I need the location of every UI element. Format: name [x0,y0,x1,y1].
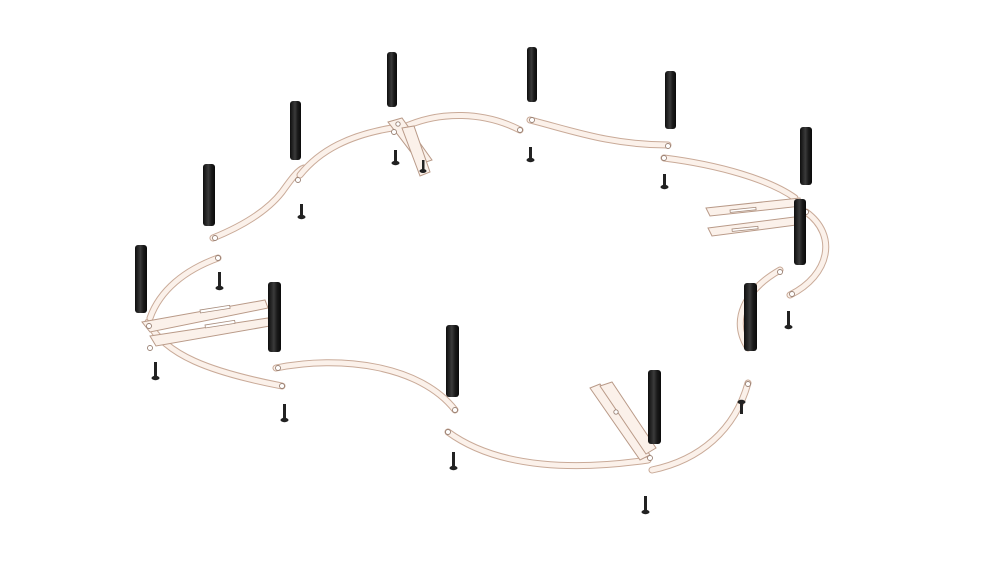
screw [297,204,306,220]
bracket-left [141,299,271,347]
standoffs [135,47,812,444]
screws [151,147,793,515]
frame-segment-right-outer [786,208,830,299]
bracket-top [387,117,433,177]
screw [391,150,400,166]
standoff [203,164,215,226]
screw [660,174,669,190]
corner-brackets [141,117,805,461]
screw [641,496,650,515]
standoff [800,127,812,185]
frame-segment-right-upper [660,154,799,202]
standoff [665,71,676,129]
mounting-holes [147,117,809,435]
frame-segment-top-right [526,116,672,149]
frame-segment-left-outer [146,254,222,322]
standoff [387,52,397,107]
screw [526,147,535,163]
screw [151,362,160,381]
screw [215,272,224,291]
standoff [527,47,537,102]
screw [419,160,427,173]
screw [280,404,289,423]
screw [737,399,746,414]
standoff [135,245,147,313]
standoff [268,282,281,352]
frame-segment-bottom-center [444,428,652,470]
screw [784,311,793,330]
screw [449,452,458,471]
frame-segment-left-upper [209,164,308,242]
frame-segment-bottom-right [648,379,752,474]
standoff [794,199,806,265]
standoff [446,325,459,397]
standoff [648,370,661,444]
frame-segment-top-left [296,124,396,179]
frame-segments [144,112,830,474]
frame-segment-bottom-left [272,359,459,414]
frame-segment-left-lower [144,318,286,390]
bracket-right [705,197,805,237]
standoff [290,101,301,160]
standoff [744,283,757,351]
bracket-bottom [589,381,657,461]
frame-segment-top-center [398,112,524,134]
